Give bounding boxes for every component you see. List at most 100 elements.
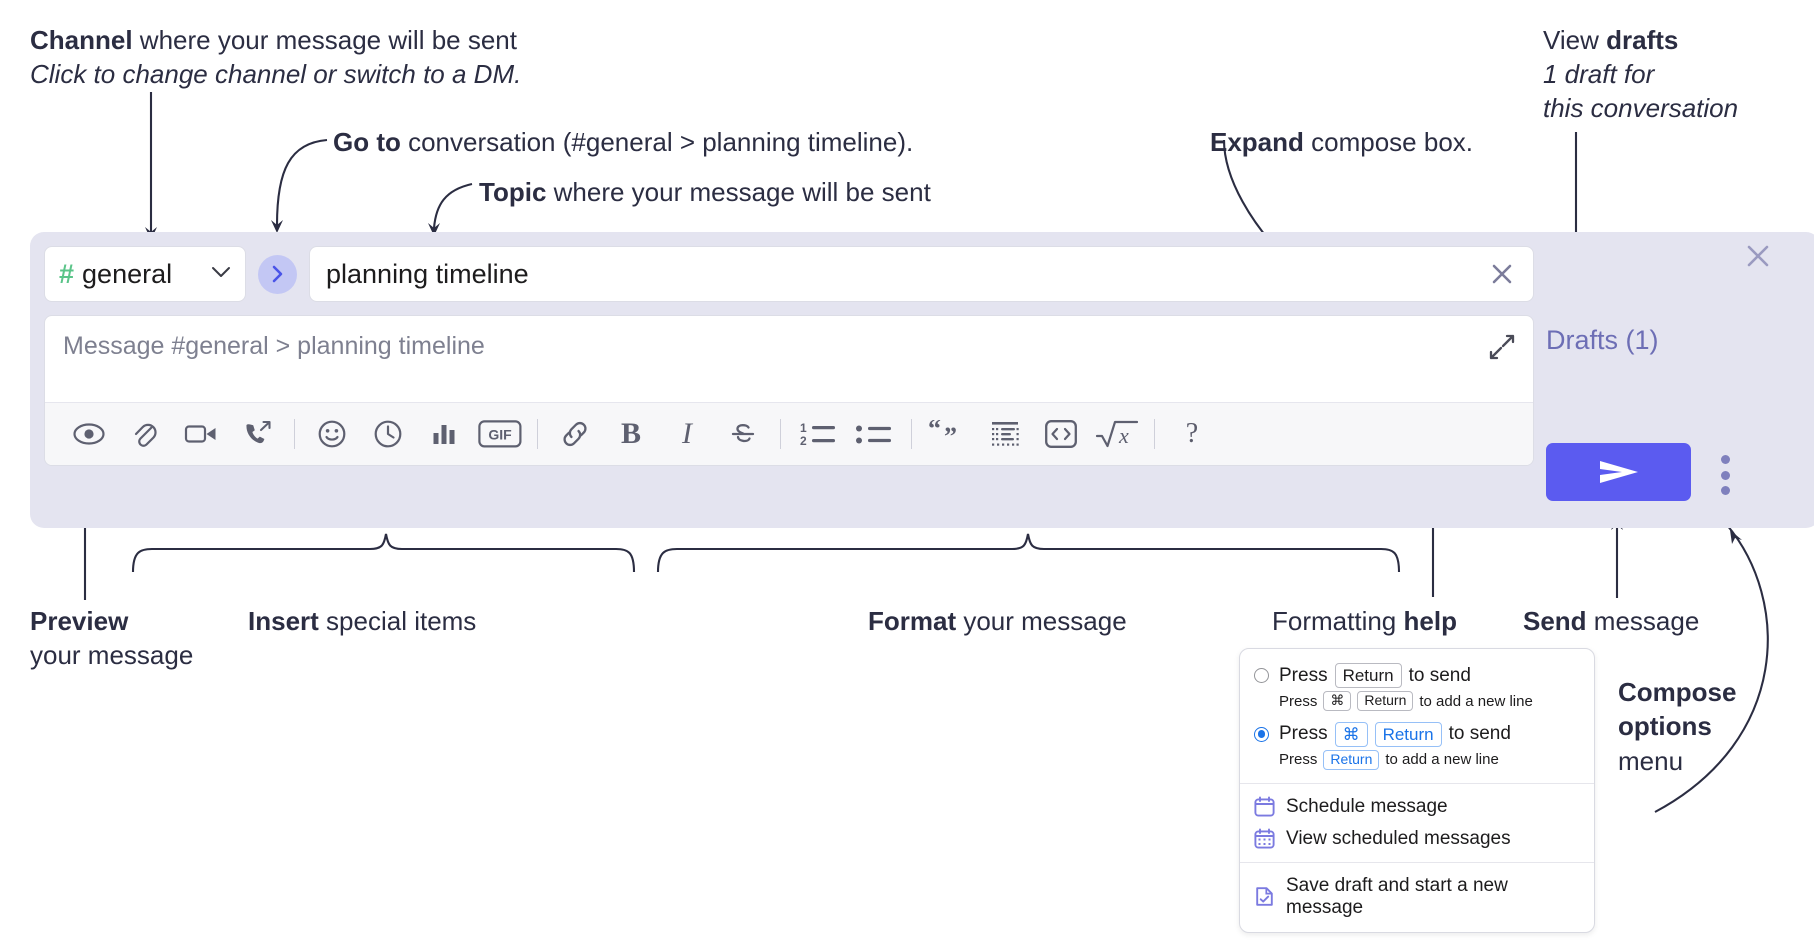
send-option-cmd-return[interactable]: Press ⌘ Return to send [1240,720,1594,749]
preview-icon[interactable] [61,409,117,459]
annotation-goto-rest: conversation (#general > planning timeli… [400,127,914,157]
annotation-format: Format your message [868,605,1127,639]
audio-call-icon[interactable] [229,409,285,459]
link-icon[interactable] [547,409,603,459]
strikethrough-icon[interactable] [715,409,771,459]
blockquote-icon[interactable]: “” [921,409,977,459]
radio-selected-icon[interactable] [1254,726,1269,742]
opt1-sub-suffix: to add a new line [1419,692,1533,710]
code-block-icon[interactable] [977,409,1033,459]
svg-text:x: x [1118,423,1129,448]
leader-topic [432,182,473,229]
menu-item-view-scheduled-label: View scheduled messages [1286,827,1511,849]
annotation-help-bold: help [1403,606,1457,636]
divider-2 [537,419,538,449]
send-icon [1599,461,1638,483]
menu-item-save-draft-label: Save draft and start a new message [1286,874,1508,918]
annotation-format-rest: your message [956,606,1127,636]
help-label: ? [1185,418,1199,449]
help-icon[interactable]: ? [1164,409,1220,459]
annotation-drafts-rest: View [1543,25,1607,55]
compose-panel: # general planning timeline [30,232,1814,528]
expand-icon[interactable] [1487,332,1517,362]
annotation-send: Send message [1523,605,1699,639]
send-option-return-main: Press Return to send [1279,663,1471,689]
compose-inner: # general planning timeline [44,246,1534,466]
message-input[interactable]: Message #general > planning timeline [45,316,1533,402]
brace-insert [131,533,636,573]
svg-text:2: 2 [800,434,807,448]
annotation-channel-italic: Click to change channel or switch to a D… [30,58,522,89]
annotation-insert-bold: Insert [248,606,319,636]
close-icon[interactable] [1487,259,1517,289]
annotation-compose-options-bold-2: options [1618,711,1712,742]
chevron-right-icon [272,265,283,283]
annotation-preview-bold: Preview [30,606,129,636]
opt2-suffix: to send [1448,723,1511,745]
annotation-help-rest: Formatting [1272,606,1404,636]
attachment-icon[interactable] [117,409,173,459]
opt1-sub-prefix: Press [1279,692,1318,710]
key-command-2: ⌘ [1334,721,1368,747]
topic-input[interactable]: planning timeline [309,246,1534,302]
radio-unselected-icon[interactable] [1254,668,1269,684]
annotation-topic-bold: Topic [479,177,547,207]
video-icon[interactable] [173,409,229,459]
math-icon[interactable]: x [1089,409,1145,459]
send-shortcut-options: Press Return to send Press ⌘ Return to a… [1240,659,1594,776]
topic-value: planning timeline [326,258,529,289]
compose-options-button[interactable] [1712,455,1738,495]
divider-1 [294,419,295,449]
annotation-compose-options: Compose options menu [1618,675,1736,778]
key-return: Return [1334,663,1402,689]
annotation-channel: Channel where your message will be sent … [30,24,521,92]
annotation-send-bold: Send [1523,606,1587,636]
annotation-channel-bold: Channel [30,25,133,55]
drafts-link[interactable]: Drafts (1) [1546,325,1659,355]
annotation-preview: Preview your message [30,605,193,673]
compose-header-row: # general planning timeline [44,246,1534,302]
channel-select[interactable]: # general [44,246,246,302]
opt2-sub-prefix: Press [1279,751,1318,769]
italic-icon[interactable]: I [682,417,692,450]
annotation-preview-line2: your message [30,639,194,670]
annotation-channel-rest: where your message will be sent [132,25,517,55]
annotation-insert: Insert special items [248,605,476,639]
divider-5 [1154,419,1155,449]
key-return-2: Return [1374,721,1442,747]
send-button[interactable] [1546,443,1691,501]
message-box: Message #general > planning timeline [44,315,1534,466]
bulleted-list-icon[interactable] [846,409,902,459]
divider-3 [780,419,781,449]
opt2-prefix: Press [1279,723,1328,745]
svg-text:1: 1 [800,421,807,435]
panel-close-icon[interactable] [1742,240,1774,272]
brace-format [656,533,1401,573]
menu-item-schedule-message[interactable]: Schedule message [1240,791,1594,823]
emoji-icon[interactable] [304,409,360,459]
send-option-return[interactable]: Press Return to send [1240,661,1594,690]
opt1-suffix: to send [1408,664,1471,686]
annotation-expand: Expand compose box. [1210,126,1473,160]
code-icon[interactable] [1033,409,1089,459]
hash-icon: # [59,258,75,289]
compose-options-menu: Press Return to send Press ⌘ Return to a… [1239,648,1595,933]
annotation-formatting-help: Formatting help [1272,605,1457,639]
go-to-conversation-button[interactable] [258,254,297,294]
annotation-format-bold: Format [868,606,957,636]
bold-icon[interactable]: B [620,417,641,450]
clock-icon[interactable] [360,409,416,459]
gif-icon[interactable]: GIF [472,409,528,459]
poll-icon[interactable] [416,409,472,459]
svg-text:GIF: GIF [488,427,512,443]
leader-goto [275,138,328,226]
annotation-send-rest: message [1586,606,1700,636]
annotation-drafts-bold: drafts [1606,25,1679,55]
menu-item-save-draft[interactable]: Save draft and start a new message [1240,870,1594,924]
menu-item-view-scheduled[interactable]: View scheduled messages [1240,823,1594,855]
annotation-expand-rest: compose box. [1303,127,1474,157]
channel-name: general [82,258,173,289]
menu-item-schedule-message-label: Schedule message [1286,795,1448,817]
annotation-goto: Go to conversation (#general > planning … [333,126,913,160]
